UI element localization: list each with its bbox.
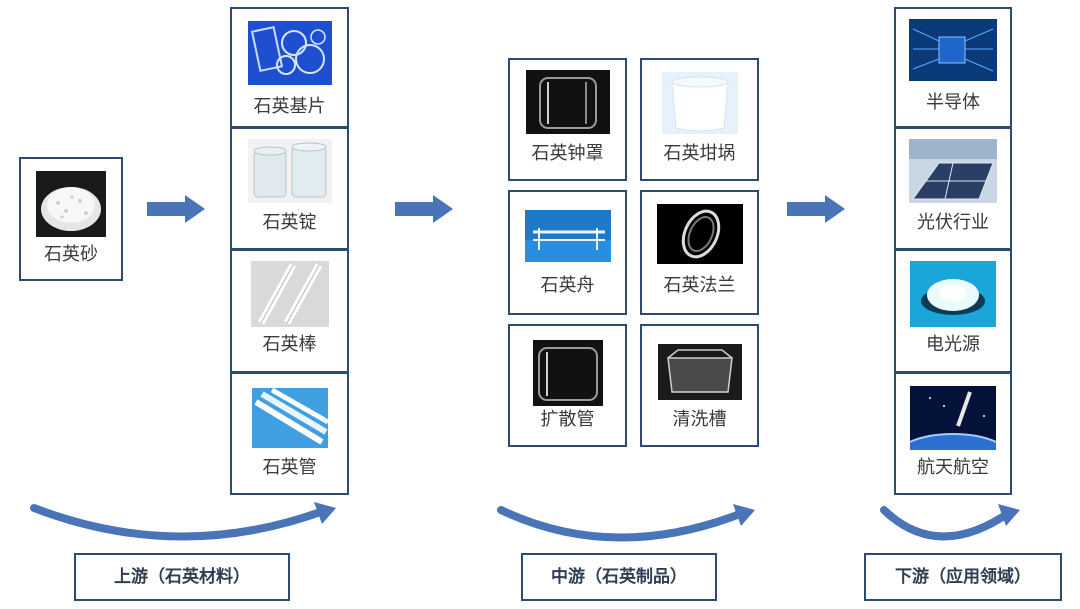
quartz-tube-image bbox=[251, 388, 328, 448]
semiconductor-label: 半导体 bbox=[926, 92, 980, 113]
cleaning-tank-image bbox=[657, 344, 742, 400]
arrow-right-icon bbox=[787, 195, 845, 223]
quartz-ingot-box: 石英锭 bbox=[230, 127, 349, 250]
diffusion-tube-label: 扩散管 bbox=[540, 409, 595, 430]
electric-light-source-box: 电光源 bbox=[894, 249, 1012, 373]
aerospace-box: 航天航空 bbox=[894, 372, 1012, 495]
diffusion-tube-image bbox=[532, 340, 603, 406]
quartz-substrate-box: 石英基片 bbox=[230, 7, 349, 128]
arrow-right-icon bbox=[395, 195, 453, 223]
quartz-ingot-image bbox=[247, 139, 332, 203]
quartz-sand-label: 石英砂 bbox=[44, 244, 98, 265]
quartz-ingot-label: 石英锭 bbox=[262, 212, 317, 233]
photovoltaic-label: 光伏行业 bbox=[917, 212, 989, 233]
quartz-flange-label: 石英法兰 bbox=[663, 275, 736, 296]
arrow-right-icon bbox=[147, 195, 205, 223]
cleaning-tank-label: 清洗槽 bbox=[672, 409, 727, 430]
quartz-flange-image bbox=[656, 204, 743, 264]
quartz-boat-box: 石英舟 bbox=[508, 190, 627, 315]
quartz-bell-jar-label: 石英钟罩 bbox=[531, 143, 604, 164]
quartz-crucible-image bbox=[661, 72, 738, 134]
electric-light-source-label: 电光源 bbox=[926, 334, 980, 355]
electric-light-source-image bbox=[910, 261, 996, 327]
quartz-substrate-image bbox=[247, 21, 332, 85]
quartz-rod-box: 石英棒 bbox=[230, 249, 349, 373]
quartz-crucible-box: 石英坩埚 bbox=[640, 58, 759, 181]
curved-arrow-icon bbox=[30, 502, 336, 541]
semiconductor-image bbox=[909, 19, 997, 81]
quartz-bell-jar-image bbox=[525, 70, 610, 134]
quartz-rod-label: 石英棒 bbox=[262, 334, 317, 355]
quartz-boat-image bbox=[524, 210, 611, 262]
semiconductor-box: 半导体 bbox=[894, 7, 1012, 128]
aerospace-image bbox=[910, 386, 996, 450]
photovoltaic-box: 光伏行业 bbox=[894, 127, 1012, 250]
quartz-substrate-label: 石英基片 bbox=[253, 96, 326, 117]
quartz-tube-box: 石英管 bbox=[230, 372, 349, 495]
quartz-sand-box: 石英砂 bbox=[19, 157, 123, 281]
photovoltaic-image bbox=[909, 139, 997, 203]
diffusion-tube-box: 扩散管 bbox=[508, 324, 627, 447]
midstream-stage-label: 中游（石英制品） bbox=[521, 553, 717, 601]
aerospace-label: 航天航空 bbox=[917, 457, 989, 478]
cleaning-tank-box: 清洗槽 bbox=[640, 324, 759, 447]
curved-arrow-icon bbox=[497, 504, 755, 542]
quartz-rod-image bbox=[250, 261, 329, 327]
quartz-bell-jar-box: 石英钟罩 bbox=[508, 58, 627, 181]
downstream-stage-label: 下游（应用领域） bbox=[864, 553, 1062, 601]
upstream-stage-label: 上游（石英材料） bbox=[74, 553, 290, 601]
quartz-sand-image bbox=[36, 171, 106, 237]
quartz-boat-label: 石英舟 bbox=[540, 275, 595, 296]
quartz-crucible-label: 石英坩埚 bbox=[663, 143, 736, 164]
quartz-tube-label: 石英管 bbox=[262, 457, 317, 478]
curved-arrow-icon bbox=[880, 504, 1020, 541]
quartz-flange-box: 石英法兰 bbox=[640, 190, 759, 315]
